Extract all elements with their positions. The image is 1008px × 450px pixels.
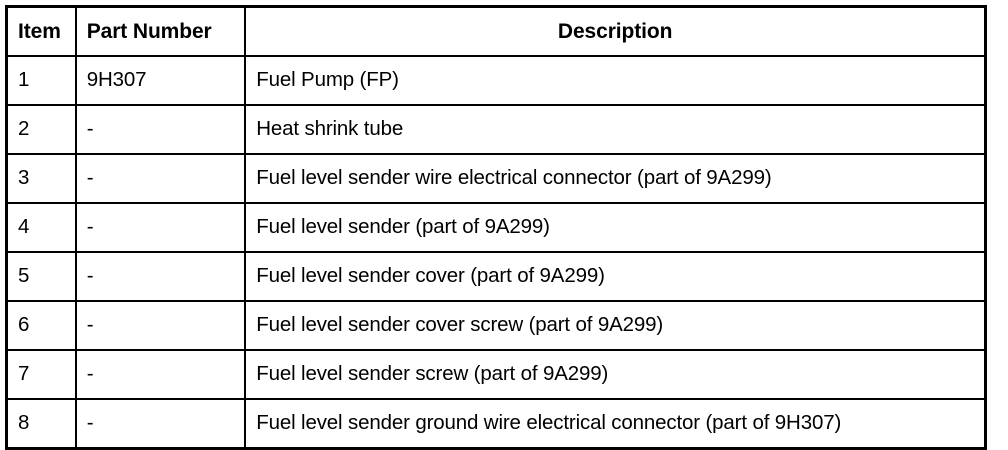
cell-description: Fuel level sender screw (part of 9A299) — [244, 349, 987, 400]
cell-part-number: 9H307 — [74, 55, 247, 106]
cell-item: 8 — [5, 398, 77, 450]
table-row: 7 - Fuel level sender screw (part of 9A2… — [5, 349, 987, 400]
cell-item: 4 — [5, 202, 77, 253]
table-row: 5 - Fuel level sender cover (part of 9A2… — [5, 251, 987, 302]
column-header-part-number: Part Number — [74, 5, 247, 57]
cell-item: 6 — [5, 300, 77, 351]
table-header: Item Part Number Description — [5, 5, 987, 57]
cell-part-number: - — [74, 104, 247, 155]
cell-part-number: - — [74, 251, 247, 302]
table-row: 1 9H307 Fuel Pump (FP) — [5, 55, 987, 106]
cell-part-number: - — [74, 349, 247, 400]
table-row: 8 - Fuel level sender ground wire electr… — [5, 398, 987, 450]
cell-description: Fuel level sender ground wire electrical… — [244, 398, 987, 450]
table-row: 4 - Fuel level sender (part of 9A299) — [5, 202, 987, 253]
cell-item: 2 — [5, 104, 77, 155]
cell-description: Fuel Pump (FP) — [244, 55, 987, 106]
cell-description: Fuel level sender cover (part of 9A299) — [244, 251, 987, 302]
cell-description: Heat shrink tube — [244, 104, 987, 155]
column-header-item: Item — [5, 5, 77, 57]
cell-item: 1 — [5, 55, 77, 106]
table-row: 3 - Fuel level sender wire electrical co… — [5, 153, 987, 204]
cell-part-number: - — [74, 398, 247, 450]
table-row: 6 - Fuel level sender cover screw (part … — [5, 300, 987, 351]
cell-part-number: - — [74, 300, 247, 351]
cell-description: Fuel level sender (part of 9A299) — [244, 202, 987, 253]
cell-part-number: - — [74, 153, 247, 204]
cell-item: 7 — [5, 349, 77, 400]
table-row: 2 - Heat shrink tube — [5, 104, 987, 155]
cell-description: Fuel level sender wire electrical connec… — [244, 153, 987, 204]
cell-item: 5 — [5, 251, 77, 302]
table-body: 1 9H307 Fuel Pump (FP) 2 - Heat shrink t… — [5, 55, 987, 450]
cell-part-number: - — [74, 202, 247, 253]
column-header-description: Description — [244, 5, 987, 57]
table-header-row: Item Part Number Description — [5, 5, 987, 57]
parts-list-table: Item Part Number Description 1 9H307 Fue… — [5, 5, 987, 450]
cell-description: Fuel level sender cover screw (part of 9… — [244, 300, 987, 351]
cell-item: 3 — [5, 153, 77, 204]
